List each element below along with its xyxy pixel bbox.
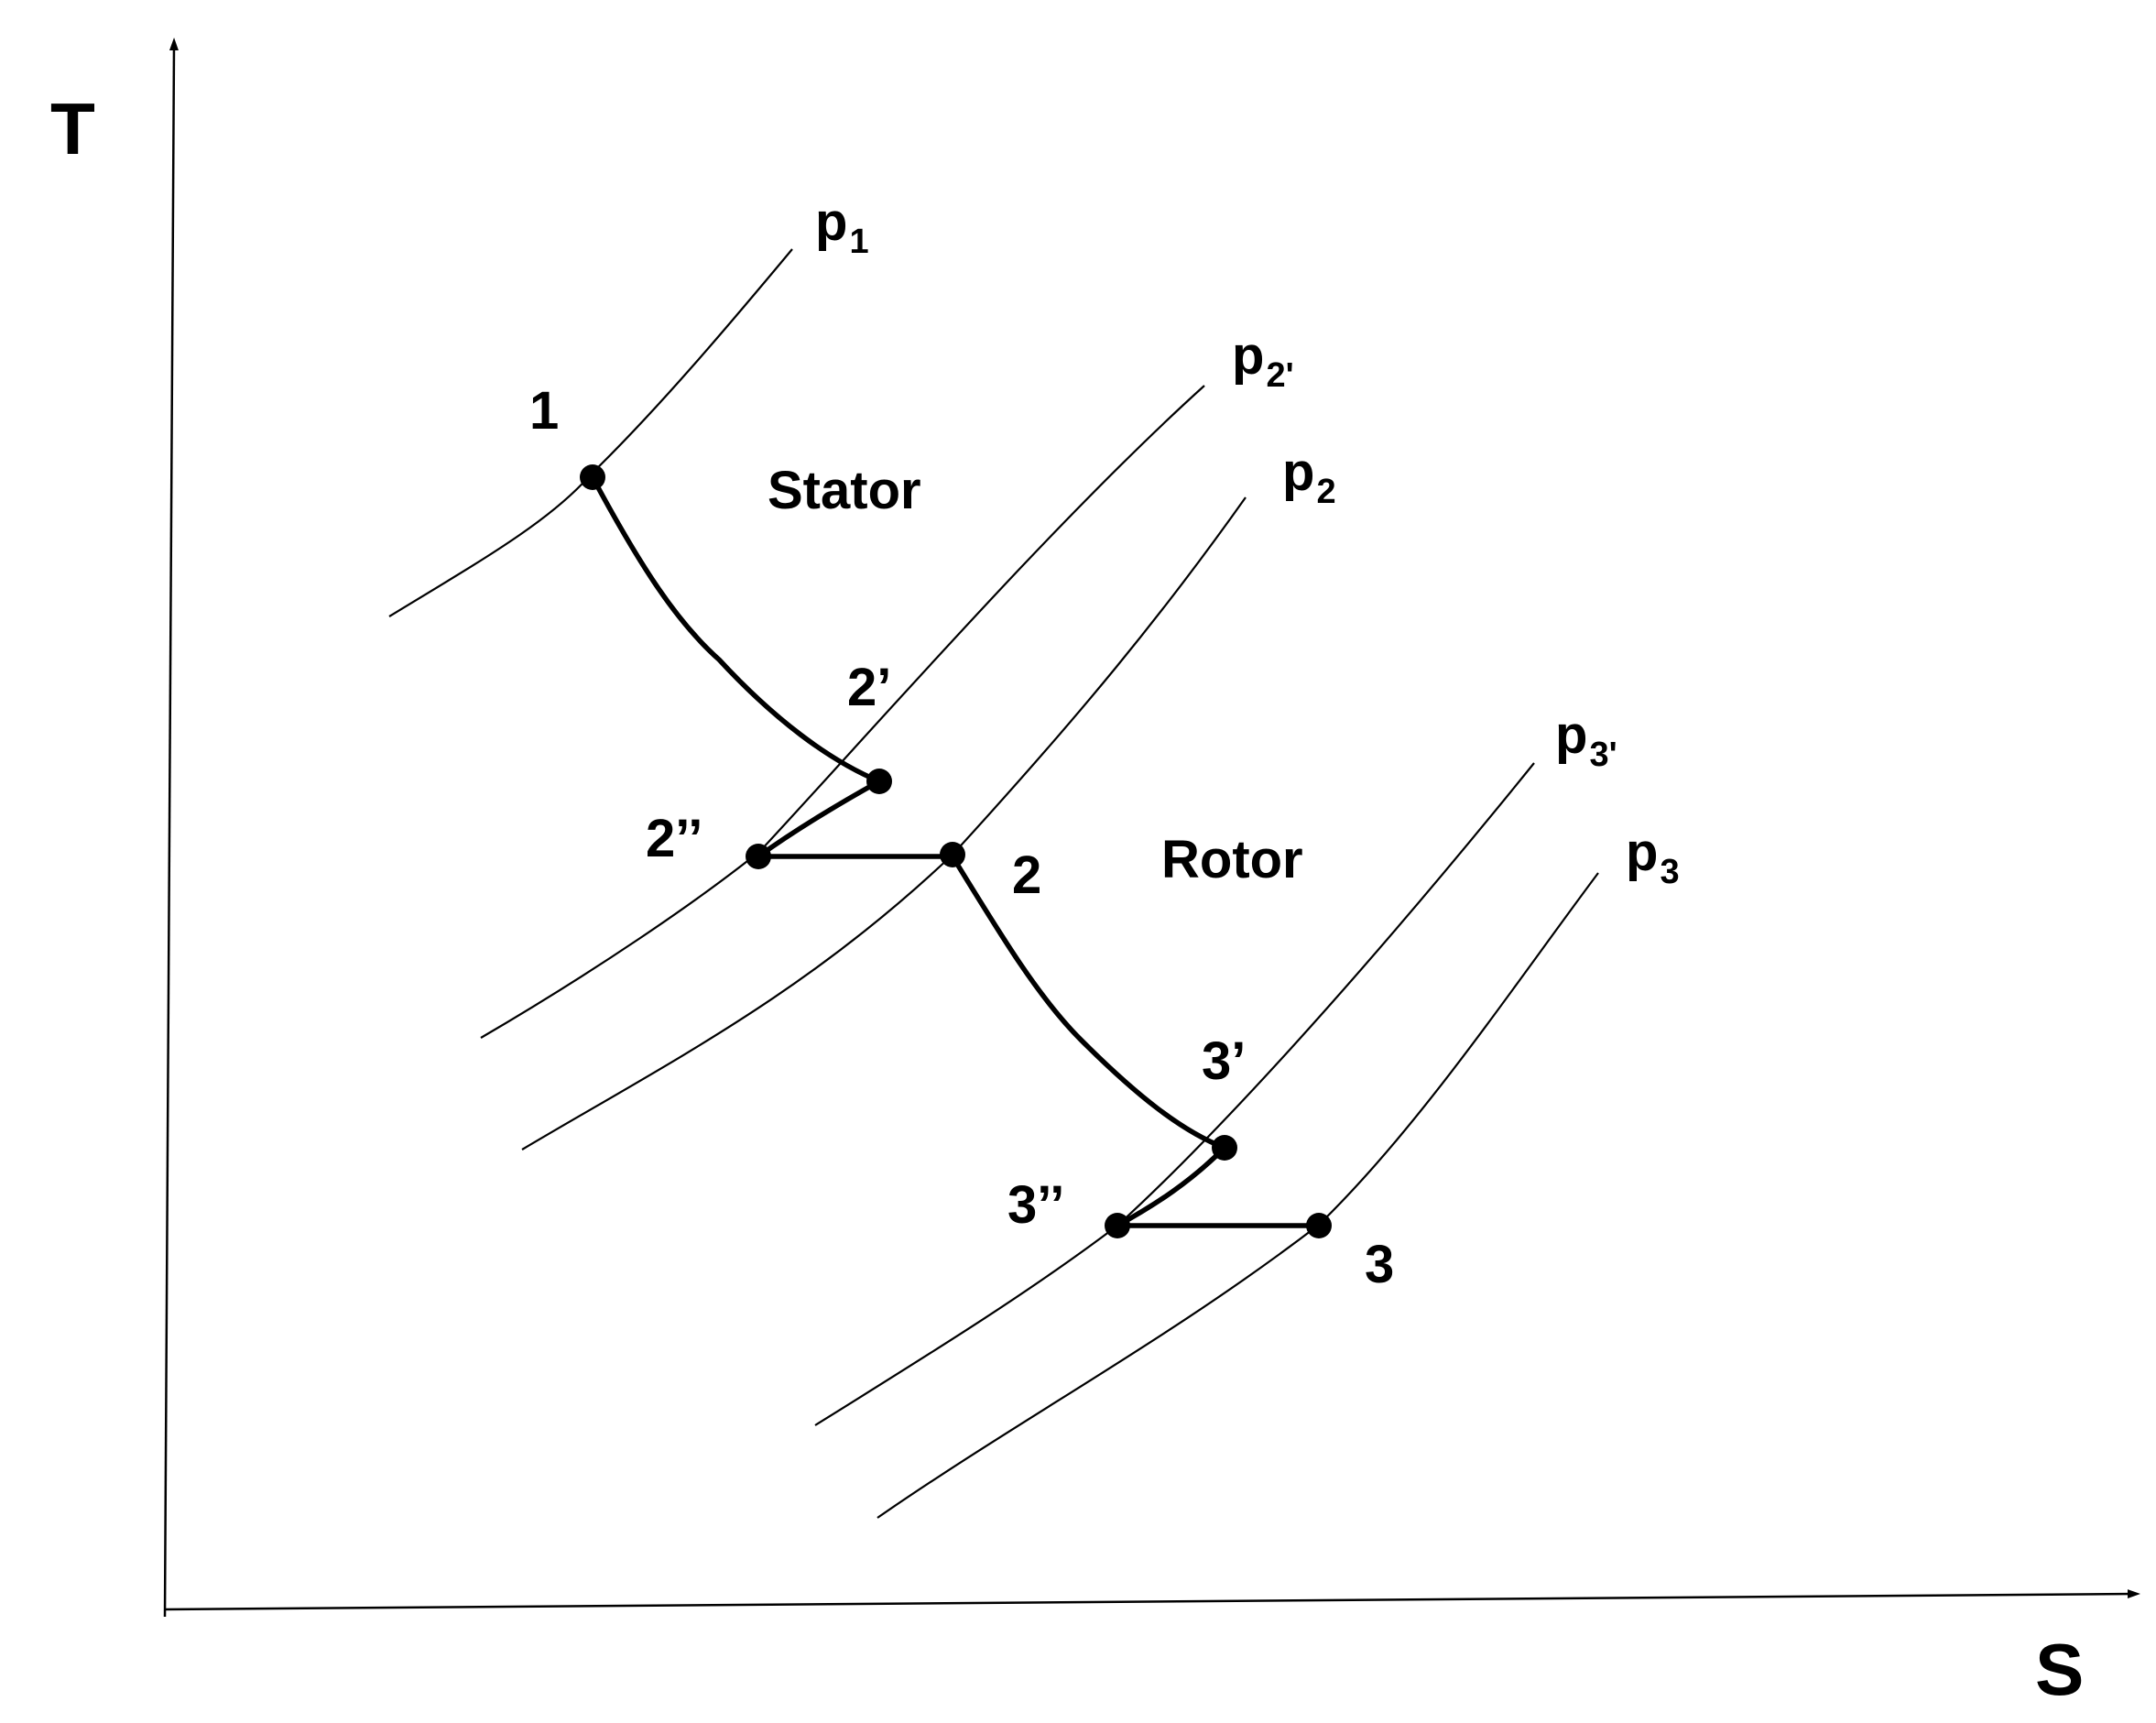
state-label-1: 1 [529, 381, 559, 441]
isobar-p3prime [814, 762, 1535, 1426]
state-label-2prime: 2’ [847, 658, 891, 717]
isobar-label-p2: p2 [1282, 442, 1336, 511]
state-label-3dblprime: 3’’ [1007, 1175, 1064, 1235]
process-2-to-3prime [950, 854, 1227, 1150]
state-label-3: 3 [1365, 1235, 1394, 1294]
isobar-label-p3: p3 [1626, 823, 1680, 891]
process-3prime-to-3dblprime [1115, 1145, 1227, 1228]
isobar-p2prime [480, 385, 1205, 1039]
isobar-p3 [877, 872, 1599, 1519]
state-point-2dblprime [746, 844, 771, 869]
state-point-2 [940, 842, 965, 867]
region-label-stator: Stator [768, 461, 921, 520]
y-axis-label: T [50, 88, 95, 169]
process-2prime-to-2dblprime [756, 779, 882, 859]
state-label-3prime: 3’ [1202, 1031, 1246, 1091]
isobar-p1 [388, 248, 793, 617]
state-point-1 [580, 464, 605, 490]
isobar-label-p2prime: p2' [1232, 326, 1294, 395]
state-point-3 [1306, 1213, 1332, 1238]
state-label-2dblprime: 2’’ [646, 809, 702, 868]
state-point-3dblprime [1105, 1213, 1130, 1238]
state-point-3prime [1212, 1135, 1237, 1161]
x-axis-label: S [2035, 1629, 2084, 1710]
x-axis [164, 1589, 2140, 1611]
isobar-label-p1: p1 [815, 192, 869, 261]
process-1-to-2prime [590, 474, 882, 784]
region-label-rotor: Rotor [1161, 830, 1303, 889]
y-axis [163, 38, 179, 1618]
state-label-2: 2 [1012, 845, 1041, 905]
isobar-p2 [521, 496, 1247, 1150]
state-point-2prime [866, 769, 892, 794]
isobar-label-p3prime: p3' [1555, 705, 1617, 774]
